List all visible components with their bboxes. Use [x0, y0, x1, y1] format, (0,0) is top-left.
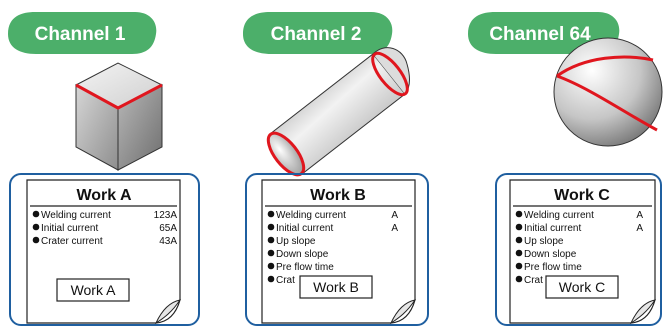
work-sheet: Work C Welding current A Initial current… [509, 179, 657, 325]
item-label: Initial current [41, 223, 98, 234]
work-label: Work B [313, 279, 359, 295]
cylinder-workpiece [266, 47, 410, 177]
page-curl [154, 299, 182, 325]
bullet-icon [515, 262, 523, 270]
badge-shape [243, 12, 393, 54]
sheet-items: Welding current A Initial current A Up s… [267, 210, 398, 286]
badge-shape [8, 12, 157, 54]
item-value: A [636, 210, 643, 221]
bullet-icon [515, 236, 523, 244]
channel-2-group: Channel 2 Work B Welding current A Initi… [243, 12, 429, 326]
page-curl [629, 299, 657, 325]
bullet-icon [267, 236, 275, 244]
bullet-icon [267, 262, 275, 270]
channel-1-frame [9, 173, 200, 326]
item-value: 123A [154, 210, 178, 221]
sheet-title: Work B [310, 187, 366, 204]
bullet-icon [267, 275, 275, 283]
bullet-icon [32, 236, 40, 244]
bullet-icon [32, 223, 40, 231]
item-label: Initial current [276, 223, 333, 234]
bullet-icon [515, 210, 523, 218]
item-label: Pre flow time [524, 262, 582, 273]
sheet-title: Work C [554, 187, 610, 204]
item-label: Pre flow time [276, 262, 334, 273]
item-label: Welding current [524, 210, 594, 221]
work-label-box [299, 275, 373, 299]
work-label: Work A [71, 282, 117, 298]
item-value: 65A [159, 223, 177, 234]
item-label: Crat [524, 275, 543, 286]
work-sheet: Work B Welding current A Initial current… [261, 179, 417, 325]
sheet-items: Welding current A Initial current A Up s… [515, 210, 643, 286]
weld-ring [371, 51, 409, 97]
item-label: Initial current [524, 223, 581, 234]
item-label: Up slope [524, 236, 564, 247]
bullet-icon [515, 223, 523, 231]
cube-workpiece [74, 62, 164, 171]
badge-label: Channel 2 [271, 24, 362, 45]
item-label: Down slope [524, 249, 577, 260]
sphere-body [553, 37, 663, 147]
channel-64-badge: Channel 64 [468, 12, 620, 54]
channel-1-badge: Channel 1 [8, 12, 157, 54]
channel-2-frame [245, 173, 429, 326]
item-value: 43A [159, 236, 177, 247]
badge-shape [468, 12, 620, 54]
item-value: A [391, 210, 398, 221]
bullet-icon [267, 223, 275, 231]
channel-1-group: Channel 1 Work A Welding current 123A In… [8, 12, 200, 326]
bullet-icon [515, 249, 523, 257]
weld-line [75, 83, 163, 110]
badge-label: Channel 64 [489, 24, 591, 45]
bullet-icon [32, 210, 40, 218]
bullet-icon [267, 249, 275, 257]
work-label-box [56, 278, 130, 302]
badge-label: Channel 1 [35, 24, 126, 45]
weld-line [556, 55, 658, 132]
item-label: Crater current [41, 236, 103, 247]
page-curl [389, 299, 417, 325]
item-value: A [391, 223, 398, 234]
bullet-icon [267, 210, 275, 218]
item-label: Up slope [276, 236, 316, 247]
item-label: Welding current [276, 210, 346, 221]
sheet-title: Work A [76, 187, 132, 204]
channel-64-frame [495, 173, 662, 326]
channel-64-group: Channel 64 Work C Welding current A Init… [468, 12, 663, 326]
channel-2-badge: Channel 2 [243, 12, 393, 54]
item-label: Welding current [41, 210, 111, 221]
sheet-items: Welding current 123A Initial current 65A… [32, 210, 178, 247]
item-label: Down slope [276, 249, 329, 260]
item-label: Crat [276, 275, 295, 286]
work-label: Work C [559, 279, 605, 295]
work-sheet: Work A Welding current 123A Initial curr… [26, 179, 182, 325]
bullet-icon [515, 275, 523, 283]
sphere-workpiece [553, 37, 663, 147]
work-label-box [545, 275, 619, 299]
item-value: A [636, 223, 643, 234]
